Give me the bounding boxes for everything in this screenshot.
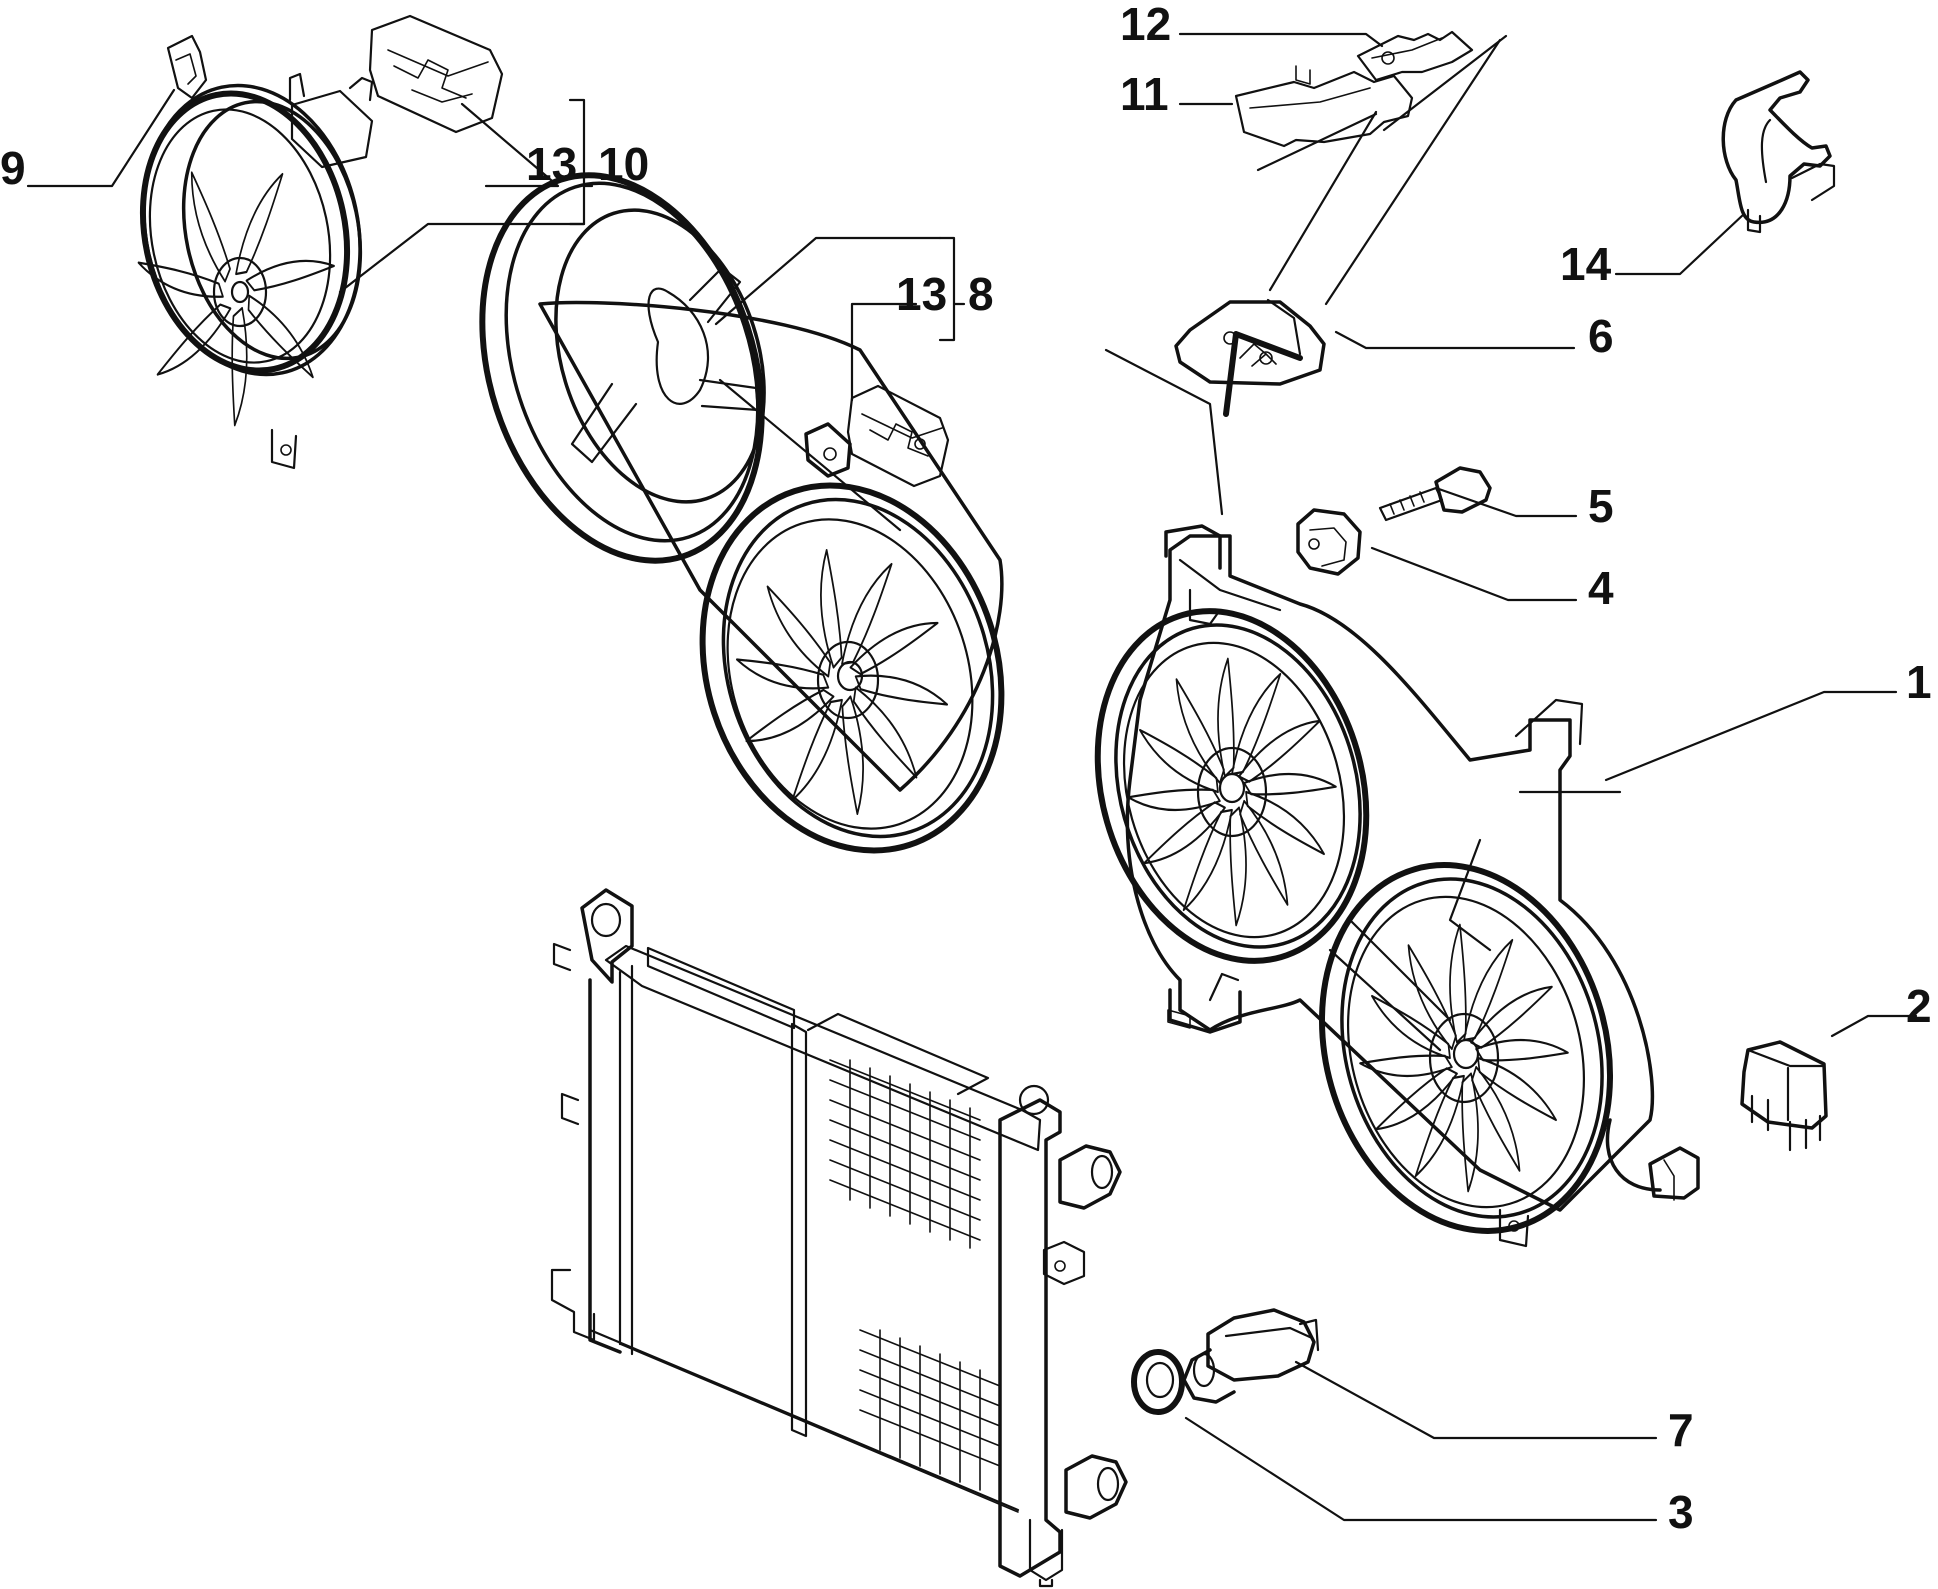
temperature-switch-part-7 <box>1182 1308 1320 1404</box>
callout-10: 10 <box>598 138 649 190</box>
callouts: 9 13 10 13 8 12 11 14 6 5 4 1 2 7 3 <box>0 0 1932 1538</box>
single-fan-assembly <box>137 72 374 470</box>
callout-1: 1 <box>1906 656 1932 708</box>
screw-part-5 <box>1378 466 1492 522</box>
harness-part-11 <box>1234 65 1414 148</box>
wire-clip-part-14 <box>1721 70 1836 234</box>
resistor-part-6 <box>1174 298 1326 386</box>
callout-9: 9 <box>0 142 26 194</box>
callout-7: 7 <box>1668 1404 1694 1456</box>
callout-11: 11 <box>1120 68 1169 120</box>
sealing-washer-part-3 <box>1131 1349 1185 1415</box>
leader-lines <box>26 32 1918 1522</box>
connector-part-13-top <box>368 14 504 134</box>
terminal-part-12 <box>1356 30 1474 82</box>
relay-part-2 <box>1740 1040 1828 1152</box>
nut-part-4 <box>1296 508 1362 576</box>
callout-4: 4 <box>1588 562 1614 614</box>
callout-3: 3 <box>1668 1486 1694 1538</box>
callout-6: 6 <box>1588 310 1614 362</box>
main-fan-assembly-part-1 <box>1094 524 1700 1248</box>
callout-14: 14 <box>1560 238 1612 290</box>
double-fan-shroud-assembly <box>479 172 1005 854</box>
callout-5: 5 <box>1588 480 1614 532</box>
connector-part-13-middle <box>846 384 950 488</box>
callout-13-middle: 13 <box>896 268 947 320</box>
callout-8: 8 <box>968 268 994 320</box>
callout-13-top: 13 <box>526 138 577 190</box>
radiator <box>550 888 1128 1588</box>
callout-12: 12 <box>1120 0 1171 50</box>
callout-2: 2 <box>1906 980 1932 1032</box>
clip-part-9 <box>166 34 208 100</box>
